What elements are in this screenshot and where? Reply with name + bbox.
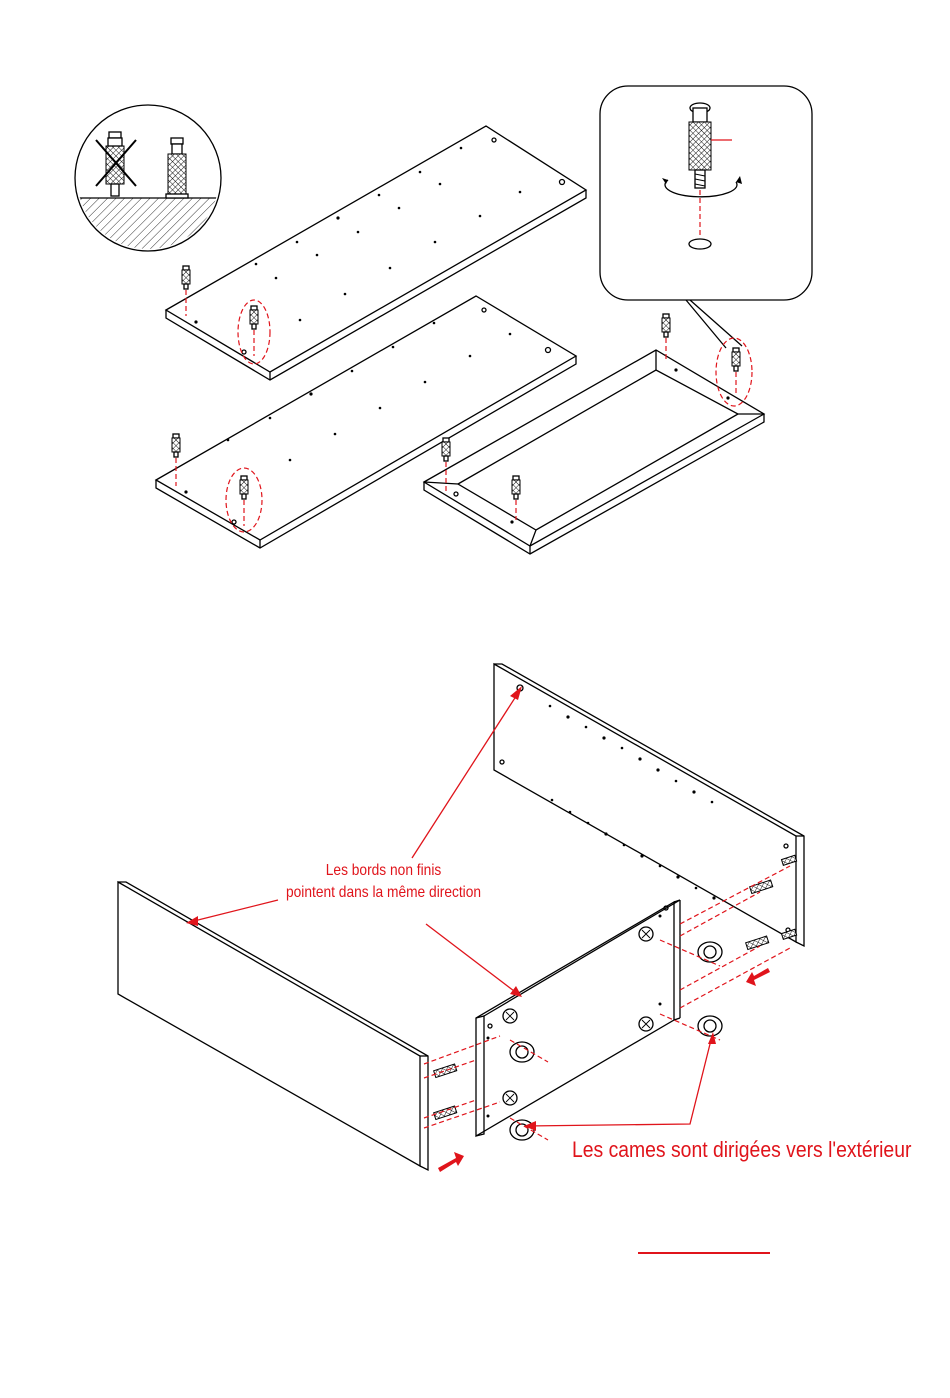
note-edges-line2: pointent dans la même direction: [286, 882, 481, 904]
dowels-front: [434, 1064, 457, 1119]
dowel-depth-inset: [70, 105, 230, 258]
panel-side: [476, 900, 722, 1140]
panel-front: [118, 882, 428, 1170]
note-unfinished-edges: Les bords non finis pointent dans la mêm…: [286, 860, 481, 904]
note-edges-line1: Les bords non finis: [286, 860, 481, 882]
panel-back: [494, 664, 804, 946]
dowel-screw-in-inset: [600, 86, 812, 348]
note-cams-outward: Les cames sont dirigées vers l'extérieur: [572, 1137, 911, 1163]
